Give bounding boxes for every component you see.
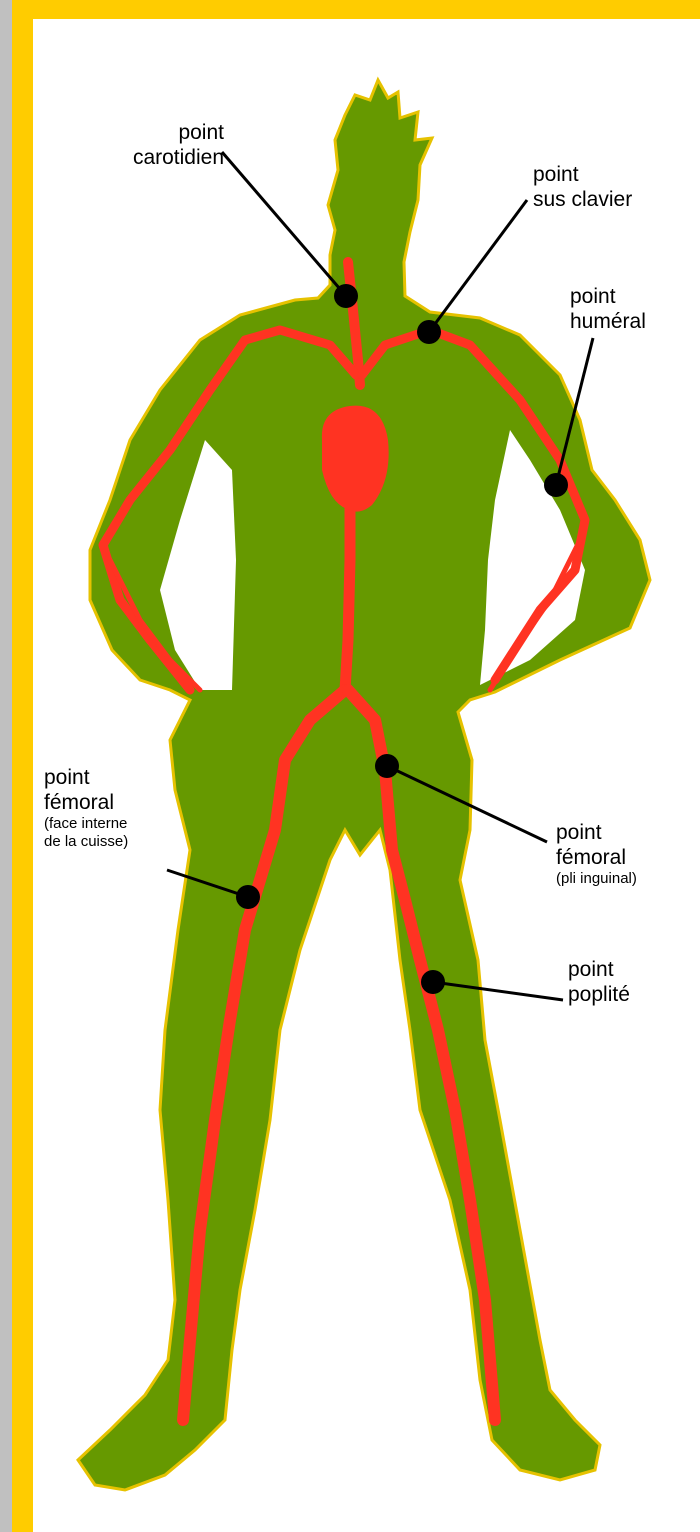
label-femoral-interne-line1: point <box>44 765 128 790</box>
label-poplite-line1: point <box>568 957 630 982</box>
label-sus-clavier: point sus clavier <box>533 162 632 212</box>
label-femoral-interne-line2: fémoral <box>44 790 128 815</box>
label-carotidien-line2: carotidien <box>104 145 224 170</box>
label-carotidien: point carotidien <box>104 120 224 170</box>
label-femoral-inguinal-line1: point <box>556 820 637 845</box>
label-poplite-line2: poplité <box>568 982 630 1007</box>
body-shape <box>78 80 650 1490</box>
label-femoral-interne-line4: de la cuisse) <box>44 833 128 851</box>
body-silhouette <box>78 80 650 1490</box>
label-femoral-inguinal: point fémoral (pli inguinal) <box>556 820 637 888</box>
label-humeral-line2: huméral <box>570 309 646 334</box>
leader-sus-clavier <box>429 200 527 332</box>
leader-carotidien <box>222 152 346 296</box>
label-humeral: point huméral <box>570 284 646 334</box>
label-femoral-inguinal-line3: (pli inguinal) <box>556 870 637 888</box>
point-carotidien-dot <box>334 284 358 308</box>
label-sus-clavier-line2: sus clavier <box>533 187 632 212</box>
label-carotidien-line1: point <box>104 120 224 145</box>
label-femoral-interne: point fémoral (face interne de la cuisse… <box>44 765 128 851</box>
label-femoral-inguinal-line2: fémoral <box>556 845 637 870</box>
point-femoral-inguinal-dot <box>375 754 399 778</box>
point-poplite-dot <box>421 970 445 994</box>
label-sus-clavier-line1: point <box>533 162 632 187</box>
label-humeral-line1: point <box>570 284 646 309</box>
label-femoral-interne-line3: (face interne <box>44 815 128 833</box>
point-sus-clavier-dot <box>417 320 441 344</box>
point-humeral-dot <box>544 473 568 497</box>
point-femoral-interne-dot <box>236 885 260 909</box>
label-poplite: point poplité <box>568 957 630 1007</box>
